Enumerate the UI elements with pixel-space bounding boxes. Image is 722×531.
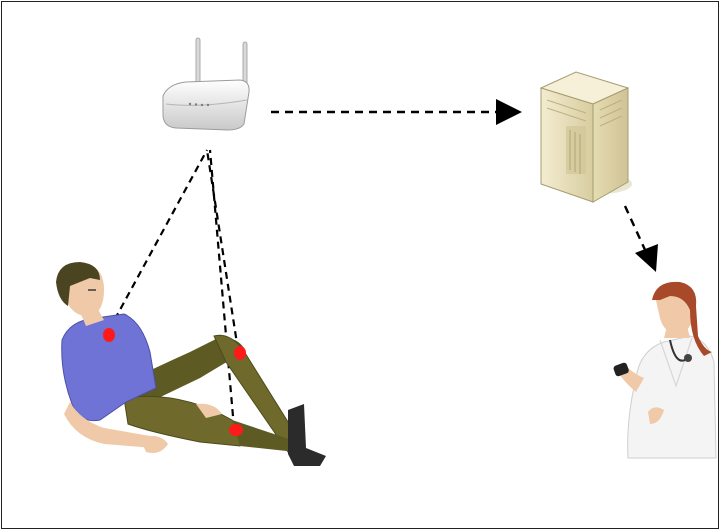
wifi-router-icon <box>163 38 249 130</box>
chest-sensor <box>103 328 115 342</box>
link-knee-to-router <box>207 150 238 350</box>
arrowhead-server-doctor <box>635 244 658 272</box>
fallen-person-icon <box>56 262 326 466</box>
shin-sensor <box>229 424 243 436</box>
arrowhead-router-server <box>496 99 522 125</box>
doctor-icon <box>613 282 716 458</box>
knee-sensor <box>234 346 246 360</box>
link-chest-to-router <box>109 150 207 330</box>
link-server-to-doctor <box>625 206 646 252</box>
server-tower-icon <box>541 72 632 202</box>
